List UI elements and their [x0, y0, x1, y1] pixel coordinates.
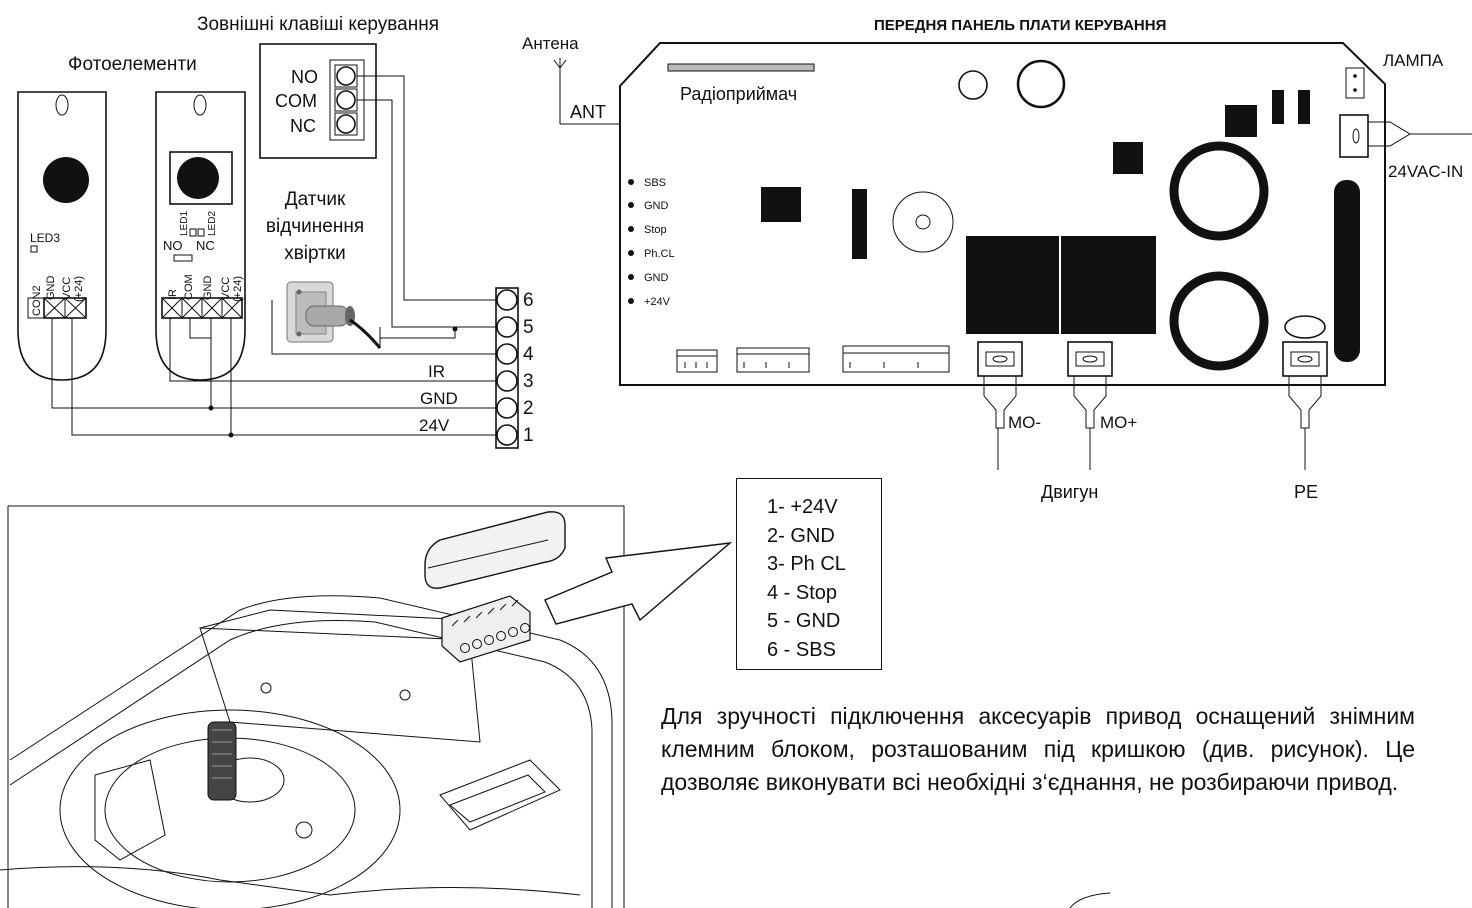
pe-connector	[1282, 341, 1328, 470]
ir-label-cell: IR	[167, 289, 179, 300]
motor-label: Двигун	[1041, 482, 1098, 502]
ant-label: ANT	[570, 102, 606, 122]
photocells-title: Фотоелементи	[68, 54, 197, 75]
led-circle	[958, 70, 988, 100]
led2-label: LED2	[207, 211, 218, 236]
terminal-5: 5	[523, 317, 534, 338]
legend-item: 6 - SBS	[767, 638, 836, 661]
gate-sensor-line2: відчинення	[266, 216, 364, 237]
gate-sensor-line1: Датчик	[285, 189, 346, 210]
bottom-connectors	[676, 345, 950, 373]
nc-contact-label: NC	[290, 116, 316, 136]
terminal-block: 6 5 4 3 2 1	[495, 287, 534, 449]
ext-keys-title: Зовнішні клавіші керування	[197, 14, 439, 35]
fuse-holder	[1334, 180, 1360, 362]
lamp-label: ЛАМПА	[1383, 51, 1444, 70]
com-label-cell: COM	[183, 274, 195, 300]
chip-3	[1298, 90, 1310, 124]
gate-sensor-line3: хвіртки	[284, 243, 346, 264]
con2-label: CON2	[31, 285, 43, 316]
capacitor-2	[1169, 271, 1269, 371]
pe-label: PE	[1294, 482, 1318, 502]
external-keys-box: NO COM NC	[259, 43, 377, 159]
no-contact-label: NO	[291, 67, 318, 87]
radio-label: Радіоприймач	[680, 84, 797, 104]
gate-sensor-image	[286, 281, 382, 349]
product-drawing	[0, 505, 625, 908]
photocell-right: LED1 LED2 NO NC IR COM GND VCC (+24)	[155, 91, 246, 381]
legend-item: 2- GND	[767, 524, 835, 547]
board-term-stop: Stop	[644, 224, 667, 236]
mo-minus-label: MO-	[1008, 413, 1041, 432]
gnd-label-cell: GND	[202, 276, 214, 301]
terminal-4: 4	[523, 344, 534, 365]
mo-plus-connector	[1067, 341, 1113, 470]
legend-item: 3- Ph CL	[767, 553, 846, 575]
ir-wire-label: IR	[428, 362, 445, 381]
com-contact-label: COM	[275, 91, 317, 111]
chip-1	[1225, 105, 1257, 137]
antenna-title: Антена	[522, 34, 579, 53]
board-term-phcl: Ph.CL	[644, 248, 675, 260]
vcc-label-cell: VCC	[220, 277, 232, 300]
nc-label-cell: NC	[196, 238, 215, 253]
relay-2	[1061, 236, 1156, 334]
chip-6	[852, 189, 867, 259]
mo-plus-label: MO+	[1100, 413, 1137, 432]
board-term-sbs: SBS	[644, 177, 666, 189]
relay-1	[966, 236, 1059, 334]
gnd-label-left: GND	[45, 276, 57, 301]
buzzer-circle	[1016, 59, 1066, 109]
24v-wire-label: 24V	[419, 416, 450, 435]
mo-minus-connector	[977, 341, 1023, 470]
control-board	[619, 42, 1386, 386]
board-term-gnd1: GND	[644, 200, 669, 212]
lamp-connector	[1345, 67, 1365, 99]
radio-module	[667, 63, 815, 72]
board-title: ПЕРЕДНЯ ПАНЕЛЬ ПЛАТИ КЕРУВАННЯ	[874, 17, 1166, 34]
vcc24-label-left: (+24)	[73, 276, 85, 302]
terminal-1: 1	[523, 425, 534, 446]
vcc24-label-cell: (+24)	[232, 276, 244, 302]
board-term-24v: +24V	[644, 296, 671, 308]
terminal-3: 3	[523, 371, 534, 392]
capacitor-1	[1169, 141, 1269, 241]
photocell-left: LED3 CON2 GND VCC (+24)	[17, 91, 107, 381]
partial-object	[1069, 892, 1111, 908]
pe-hole	[1284, 315, 1326, 339]
terminal-2: 2	[523, 398, 534, 419]
legend-item: 5 - GND	[767, 610, 841, 632]
power-in-label: 24VAC-IN	[1388, 162, 1463, 181]
wires: IR GND 24V	[51, 75, 497, 438]
callout-arrow	[544, 542, 733, 625]
terminal-legend: 1- +24V 2- GND 3- Ph CL 4 - Stop 5 - GND…	[736, 478, 882, 670]
power-in-connector	[1339, 114, 1472, 158]
no-label-cell: NO	[163, 238, 183, 253]
legend-item: 4 - Stop	[767, 581, 838, 604]
board-terminal-list: SBS GND Stop Ph.CL GND +24V	[628, 177, 675, 308]
led3-label: LED3	[30, 231, 60, 245]
gnd-wire-label: GND	[420, 389, 458, 408]
chip-2	[1272, 90, 1284, 124]
board-term-gnd2: GND	[644, 272, 669, 284]
terminal-6: 6	[523, 290, 534, 311]
potentiometer	[892, 191, 954, 253]
led1-label: LED1	[179, 211, 190, 236]
chip-4	[1113, 142, 1143, 174]
legend-item: 1- +24V	[767, 496, 838, 518]
vcc-label-left: VCC	[61, 277, 73, 300]
chip-5	[761, 187, 801, 222]
description-text: Для зручності підключення аксесуарів при…	[661, 703, 1415, 795]
